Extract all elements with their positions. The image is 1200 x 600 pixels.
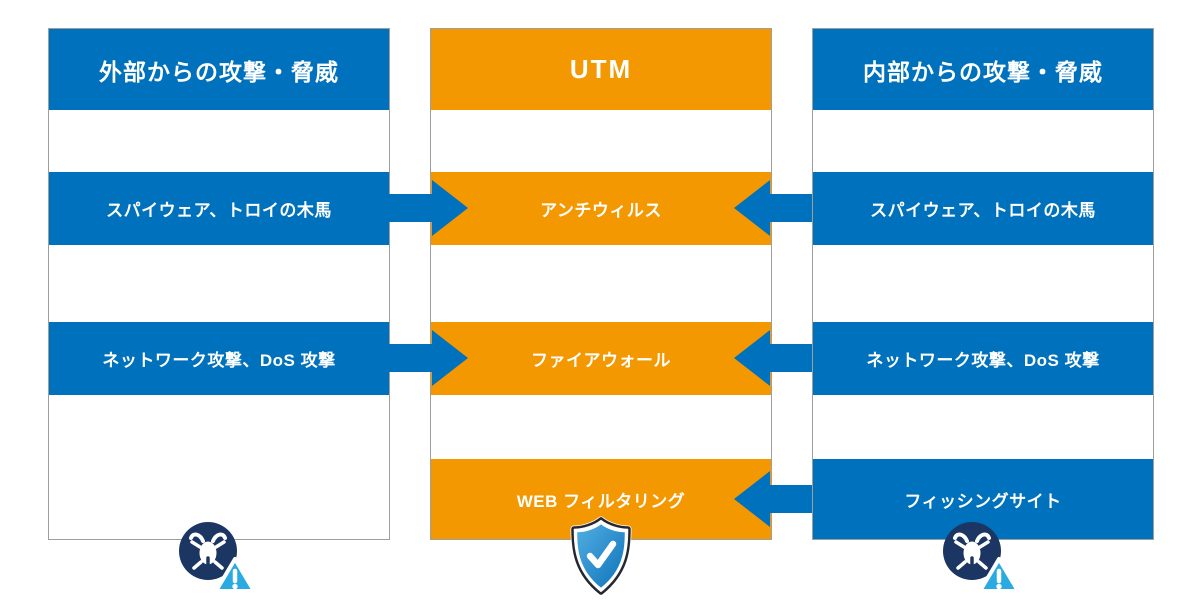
internal-row-network-attack: ネットワーク攻撃、DoS 攻撃 <box>813 322 1153 395</box>
arrow-left-row2-icon <box>734 330 812 386</box>
utm-row-firewall: ファイアウォール <box>431 322 771 395</box>
arrow-left-row1-icon <box>734 180 812 236</box>
external-header-label: 外部からの攻撃・脅威 <box>99 58 339 85</box>
internal-row-phishing-label: フィッシングサイト <box>904 491 1062 511</box>
column-utm: UTM アンチウィルス ファイアウォール WEB フィルタリング <box>430 28 772 540</box>
internal-row-spyware-label: スパイウェア、トロイの木馬 <box>870 201 1096 220</box>
external-row-network-attack-label: ネットワーク攻撃、DoS 攻撃 <box>102 351 336 370</box>
external-row-spyware-label: スパイウェア、トロイの木馬 <box>106 201 332 220</box>
external-row-network-attack: ネットワーク攻撃、DoS 攻撃 <box>49 322 389 395</box>
arrow-left-row3-icon <box>734 471 812 527</box>
utm-row-firewall-label: ファイアウォール <box>531 351 671 370</box>
internal-bug-warning-icon <box>936 522 1024 600</box>
internal-header-label: 内部からの攻撃・脅威 <box>863 58 1103 85</box>
internal-row-spyware: スパイウェア、トロイの木馬 <box>813 172 1153 245</box>
utm-header-label: UTM <box>569 54 633 84</box>
external-header: 外部からの攻撃・脅威 <box>49 29 389 110</box>
arrow-right-row2-icon <box>388 330 468 386</box>
column-internal-threats: 内部からの攻撃・脅威 スパイウェア、トロイの木馬 ネットワーク攻撃、DoS 攻撃… <box>812 28 1154 540</box>
utm-header: UTM <box>431 29 771 110</box>
arrow-right-row1-icon <box>388 180 468 236</box>
external-row-spyware: スパイウェア、トロイの木馬 <box>49 172 389 245</box>
utm-row-antivirus-label: アンチウィルス <box>540 201 662 220</box>
utm-row-web-filtering-label: WEB フィルタリング <box>516 491 686 511</box>
utm-row-antivirus: アンチウィルス <box>431 172 771 245</box>
internal-header: 内部からの攻撃・脅威 <box>813 29 1153 110</box>
external-bug-warning-icon <box>172 522 260 600</box>
internal-row-network-attack-label: ネットワーク攻撃、DoS 攻撃 <box>866 351 1100 370</box>
utm-shield-check-icon <box>566 516 636 596</box>
column-external-threats: 外部からの攻撃・脅威 スパイウェア、トロイの木馬 ネットワーク攻撃、DoS 攻撃 <box>48 28 390 540</box>
